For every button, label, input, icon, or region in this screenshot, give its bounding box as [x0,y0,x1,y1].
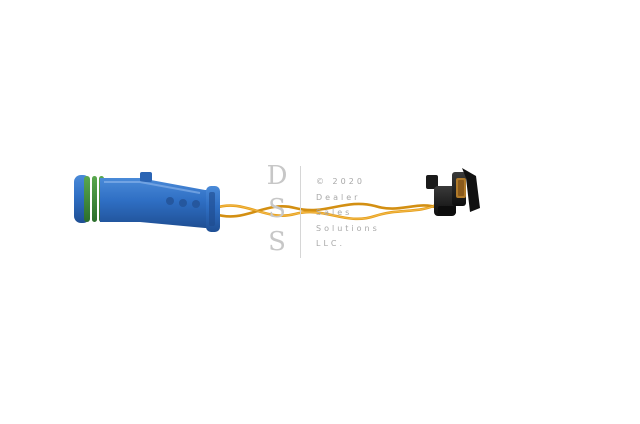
sensor-head [426,168,480,216]
plug-connector [74,172,220,232]
twisted-wire [213,202,440,221]
